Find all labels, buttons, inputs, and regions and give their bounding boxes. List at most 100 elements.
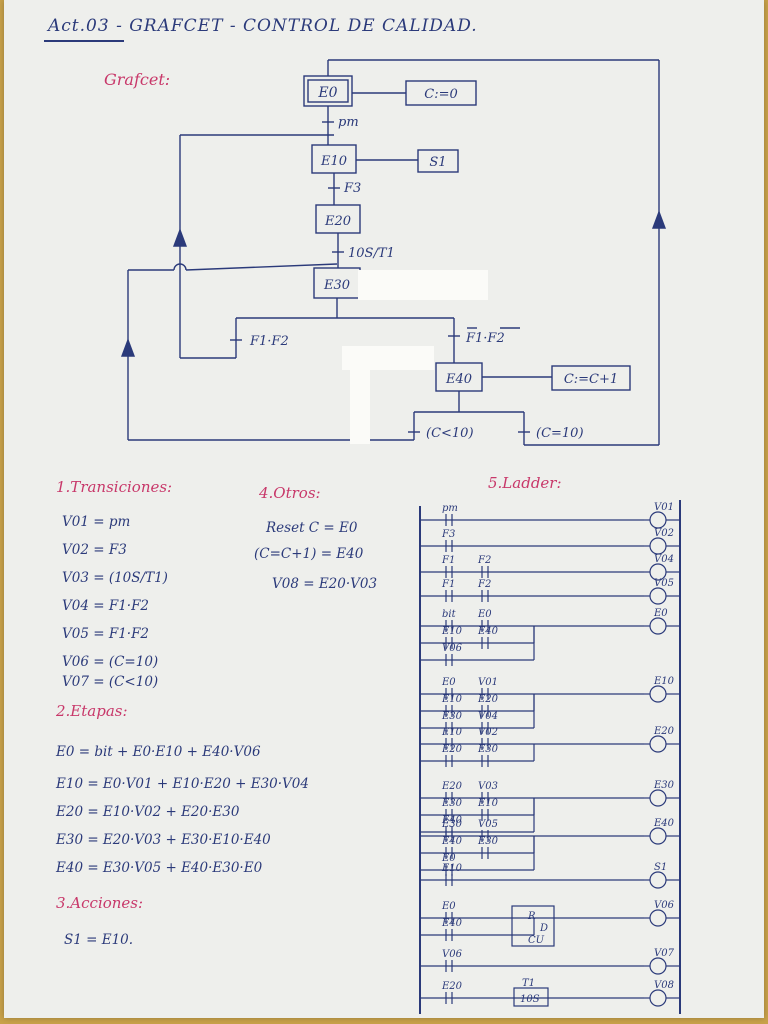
ladder-coil-label: V02 xyxy=(654,528,674,539)
heading-otros: 4.Otros: xyxy=(259,484,321,502)
ladder-coil-label: E40 xyxy=(653,818,675,829)
ladder-coil xyxy=(649,587,667,605)
ladder-contact-label: E10 xyxy=(441,626,463,637)
ladder-coil-label: E10 xyxy=(653,676,675,687)
whiteout-patch xyxy=(358,270,488,300)
ladder-contact-label: bit xyxy=(442,609,457,620)
transicion-v01: V01 = pm xyxy=(62,514,131,530)
ladder-coil xyxy=(649,989,667,1007)
step-E20-label: E20 xyxy=(324,214,351,229)
action-E0-label: C:=0 xyxy=(424,87,458,102)
ladder-contact-label: F1 xyxy=(441,579,455,590)
ladder-block-label: CU xyxy=(528,935,545,946)
ladder-contact-label: E10 xyxy=(441,694,463,705)
heading-acciones: 3.Acciones: xyxy=(56,894,144,912)
otros-v08: V08 = E20·V03 xyxy=(272,576,378,592)
ladder-coil-label: E20 xyxy=(653,726,675,737)
ladder-timer-preset: 10S xyxy=(520,994,540,1005)
ladder-contact-label: F2 xyxy=(477,555,491,566)
heading-etapas: 2.Etapas: xyxy=(56,702,128,720)
action-E10-label: S1 xyxy=(429,155,446,170)
ladder-coil-label: V08 xyxy=(654,980,674,991)
transition-C-eq-10: (C=10) xyxy=(536,426,584,441)
ladder-contact-label: E20 xyxy=(441,981,463,992)
ladder-contact-label: E40 xyxy=(441,815,463,826)
accion-s1: S1 = E10. xyxy=(64,932,134,948)
ladder-block-label: R xyxy=(527,911,536,922)
ladder-contact-label: E20 xyxy=(441,744,463,755)
etapa-e20: E20 = E10·V02 + E20·E30 xyxy=(56,804,240,820)
transition-not-F1-not-F2: F1·F2 xyxy=(465,331,505,346)
ladder-coil xyxy=(649,511,667,529)
step-E40-label: E40 xyxy=(445,372,472,387)
action-E40-label: C:=C+1 xyxy=(564,372,618,387)
transition-C-lt-10: (C<10) xyxy=(426,426,474,441)
otros-counter: (C=C+1) = E40 xyxy=(254,546,364,562)
ladder-contact-label: V06 xyxy=(442,643,463,654)
ladder-contact-label: E30 xyxy=(441,711,463,722)
ladder-contact-label: E30 xyxy=(441,798,463,809)
transition-pm: pm xyxy=(338,115,359,130)
ladder-contact-label: F2 xyxy=(477,579,491,590)
ladder-block-label: D xyxy=(539,923,548,934)
ladder-contact-label: E20 xyxy=(477,694,499,705)
etapa-e0: E0 = bit + E0·E10 + E40·V06 xyxy=(56,744,261,760)
ladder-coil xyxy=(649,871,667,889)
transicion-v04: V04 = F1·F2 xyxy=(62,598,150,614)
ladder-contact-label: E10 xyxy=(441,727,463,738)
etapa-e30: E30 = E20·V03 + E30·E10·E40 xyxy=(56,832,271,848)
ladder-contact-label: F3 xyxy=(441,529,455,540)
ladder-coil-label: V04 xyxy=(654,554,674,565)
ladder-contact-label: V04 xyxy=(478,711,498,722)
transicion-v07: V07 = (C<10) xyxy=(62,674,159,690)
step-E0-label: E0 xyxy=(317,85,337,101)
transicion-v02: V02 = F3 xyxy=(62,542,127,558)
transicion-v05: V05 = F1·F2 xyxy=(62,626,150,642)
heading-ladder: 5.Ladder: xyxy=(488,474,562,492)
action-E40: C:=C+1 xyxy=(551,365,631,391)
ladder-timer-name: T1 xyxy=(522,978,535,989)
heading-transiciones: 1.Transiciones: xyxy=(56,478,173,496)
ladder-contact-label: E0 xyxy=(441,853,456,864)
ladder-coil xyxy=(649,685,667,703)
ladder-coil xyxy=(649,617,667,635)
ladder-contact-label: V01 xyxy=(478,677,498,688)
ladder-coil-label: V05 xyxy=(654,578,674,589)
ladder-contact-label: E10 xyxy=(477,798,499,809)
ladder-contact-label: V02 xyxy=(478,727,498,738)
action-E10: S1 xyxy=(417,149,459,173)
action-E0: C:=0 xyxy=(405,80,477,106)
ladder-counter-block xyxy=(511,905,555,947)
ladder-contact-label: E30 xyxy=(477,836,499,847)
ladder-coil xyxy=(649,909,667,927)
transicion-v03: V03 = (10S/T1) xyxy=(62,570,168,586)
ladder-coil-label: V07 xyxy=(654,948,675,959)
ladder-contact-label: E20 xyxy=(441,781,463,792)
page-title: Act.03 - GRAFCET - CONTROL DE CALIDAD. xyxy=(48,16,478,36)
ladder-coil xyxy=(649,537,667,555)
transicion-v06: V06 = (C=10) xyxy=(62,654,159,670)
etapa-e40: E40 = E30·V05 + E40·E30·E0 xyxy=(56,860,263,876)
ladder-timer-block xyxy=(513,987,549,1007)
ladder-coil-label: V01 xyxy=(654,502,674,513)
ladder-coil xyxy=(649,789,667,807)
ladder-contact-label: E0 xyxy=(441,677,456,688)
title-underline xyxy=(44,40,124,42)
ladder-contact-label: E30 xyxy=(477,744,499,755)
ladder-coil xyxy=(649,827,667,845)
ladder-contact-label: pm xyxy=(442,503,458,514)
whiteout-patch xyxy=(350,364,370,444)
grafcet-label: Grafcet: xyxy=(104,70,171,89)
ladder-contact-label: V05 xyxy=(478,819,498,830)
transition-F1-F2: F1·F2 xyxy=(249,334,289,349)
ladder-contact-label: V03 xyxy=(478,781,498,792)
ladder-coil xyxy=(649,957,667,975)
ladder-contact-label: E30 xyxy=(441,819,463,830)
ladder-coil-label: V06 xyxy=(654,900,675,911)
paper-sheet: Act.03 - GRAFCET - CONTROL DE CALIDAD. G… xyxy=(4,0,764,1018)
ladder-coil-label: S1 xyxy=(654,862,667,873)
step-E10-label: E10 xyxy=(320,154,347,169)
transition-10S-T1: 10S/T1 xyxy=(348,246,395,261)
ladder-contact-label: E40 xyxy=(441,836,463,847)
